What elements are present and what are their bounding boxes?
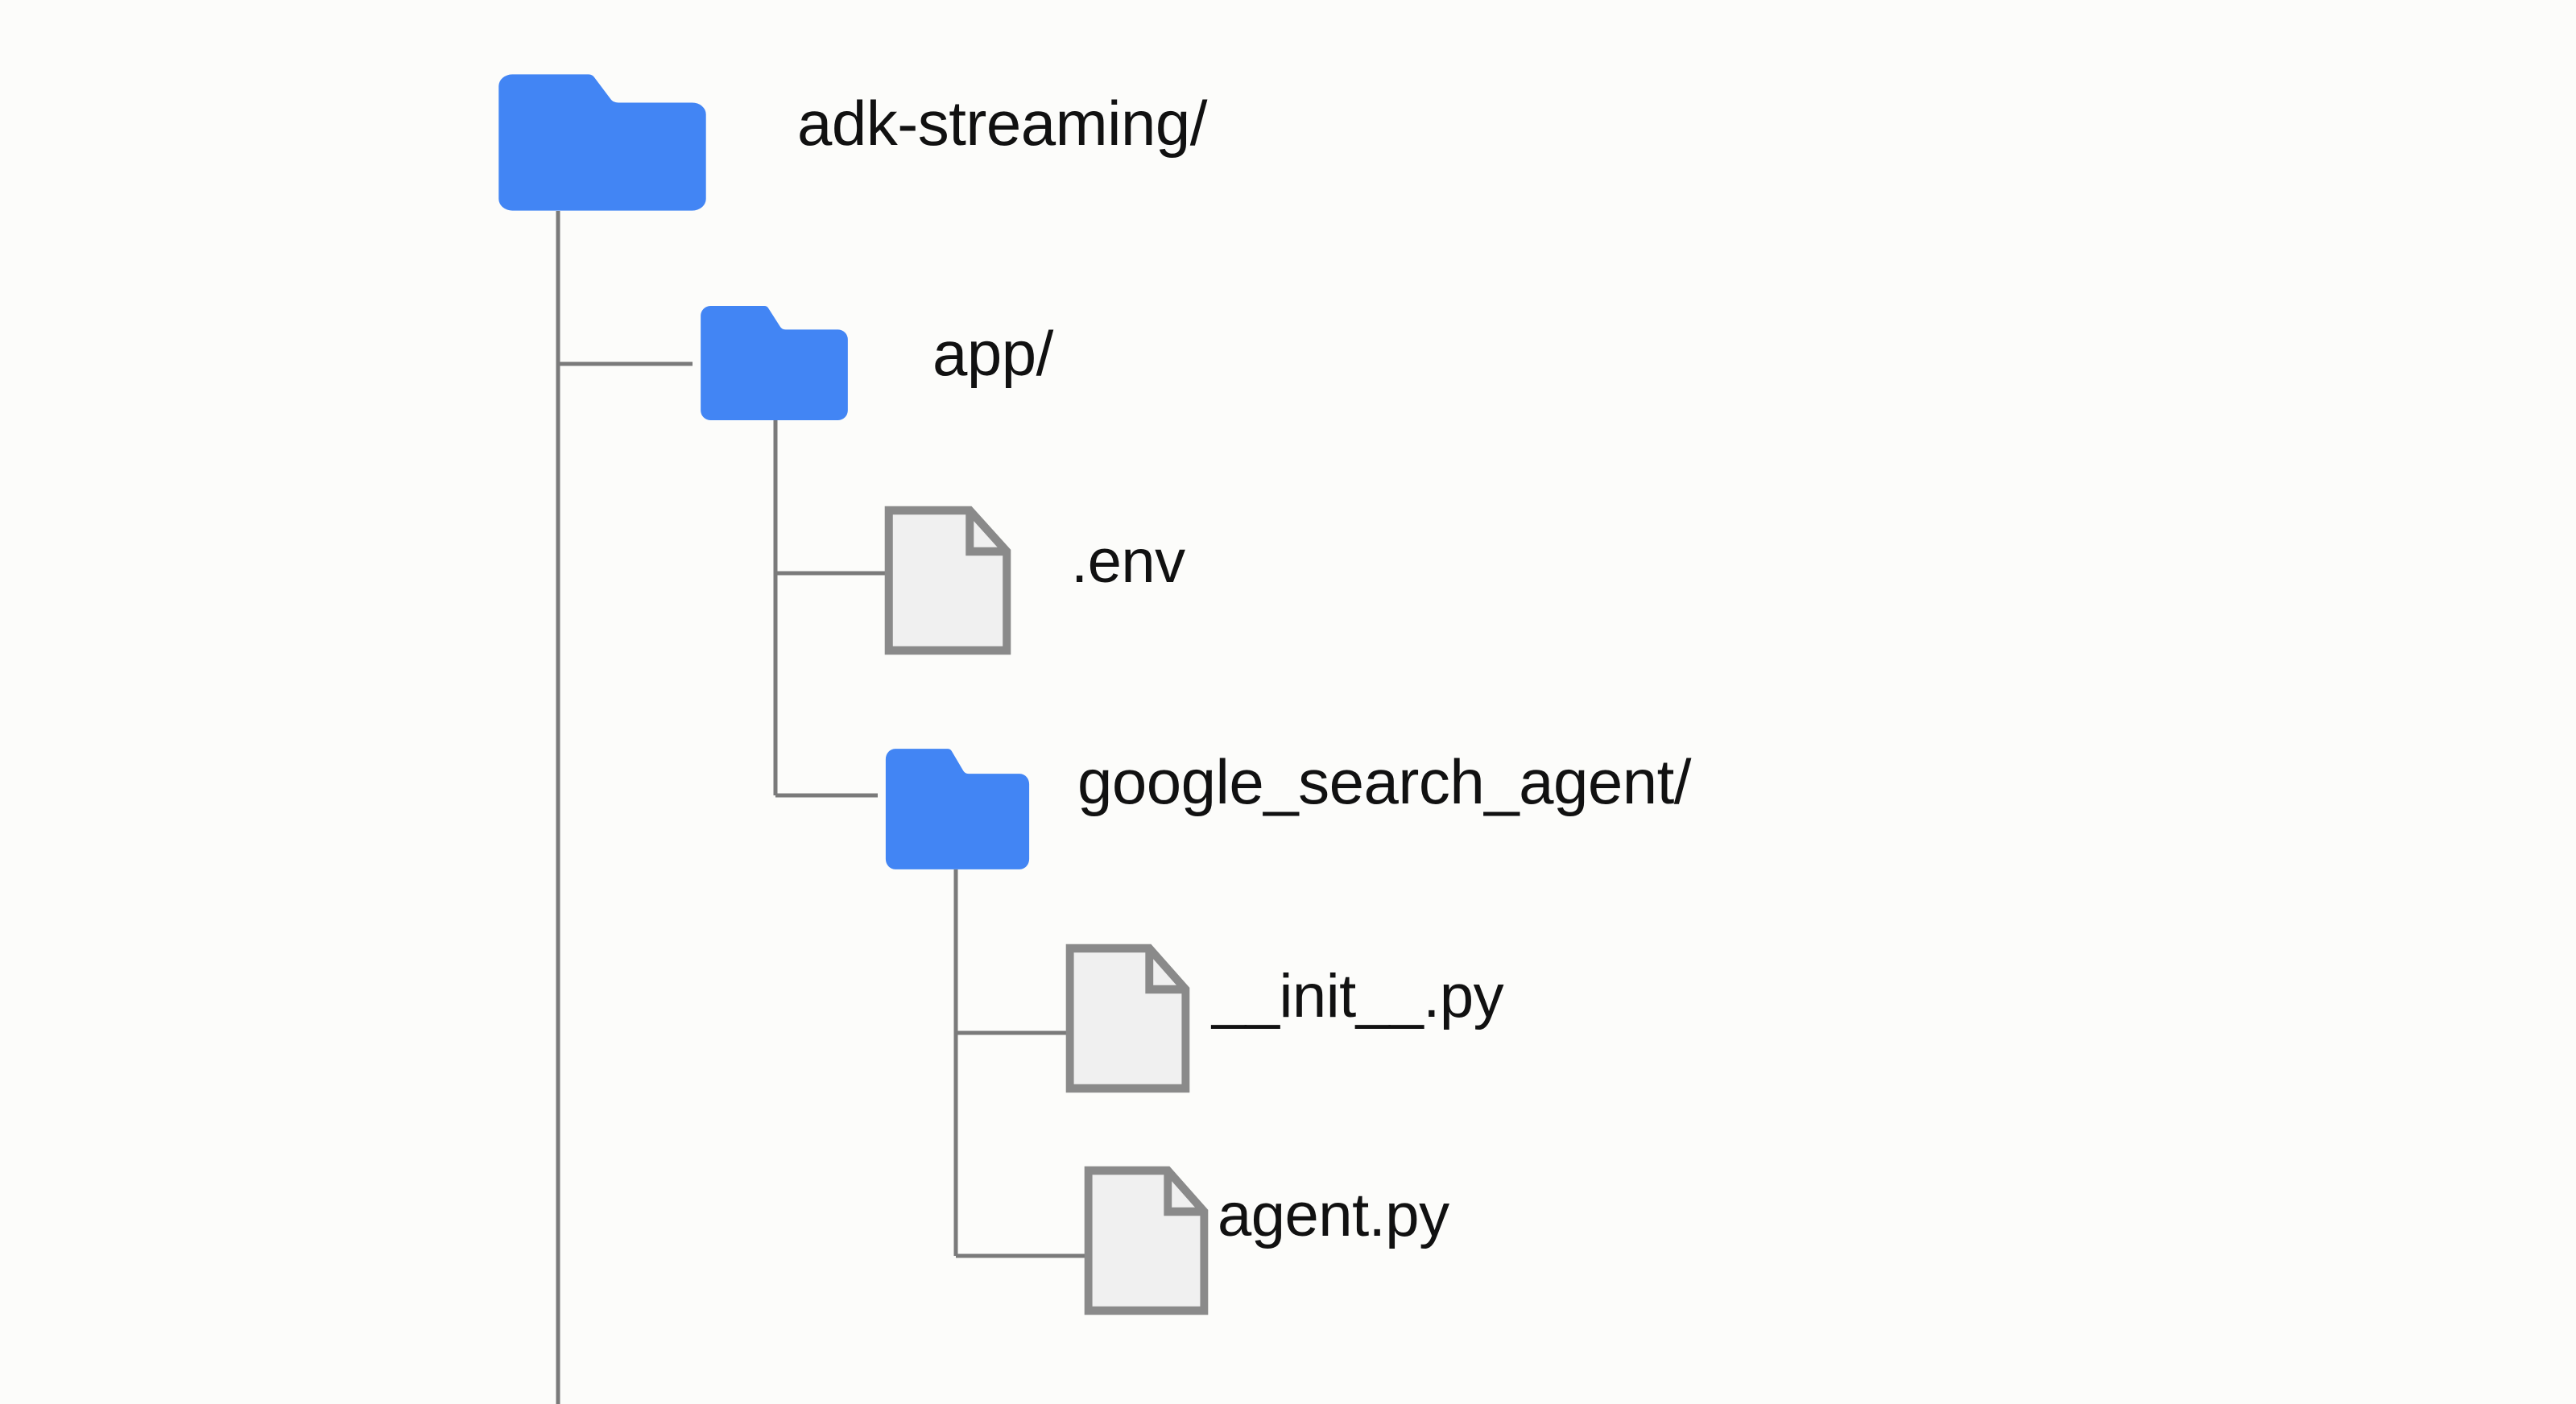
file-icon[interactable] <box>889 510 1007 650</box>
tree-node-label-env[interactable]: .env <box>1071 527 1185 596</box>
tree-node-label-agent-py[interactable]: agent.py <box>1218 1181 1449 1249</box>
file-icon[interactable] <box>1070 948 1186 1088</box>
tree-node-label-google-search-agent[interactable]: google_search_agent/ <box>1077 746 1691 817</box>
tree-node-label-adk-streaming[interactable]: adk-streaming/ <box>797 88 1207 159</box>
tree-node-label-init-py[interactable]: __init__.py <box>1212 962 1504 1030</box>
tree-node-label-app[interactable]: app/ <box>932 318 1053 389</box>
file-icon[interactable] <box>1089 1171 1205 1311</box>
folder-icon[interactable] <box>498 74 706 211</box>
folder-icon[interactable] <box>885 749 1030 869</box>
folder-icon[interactable] <box>701 306 848 420</box>
